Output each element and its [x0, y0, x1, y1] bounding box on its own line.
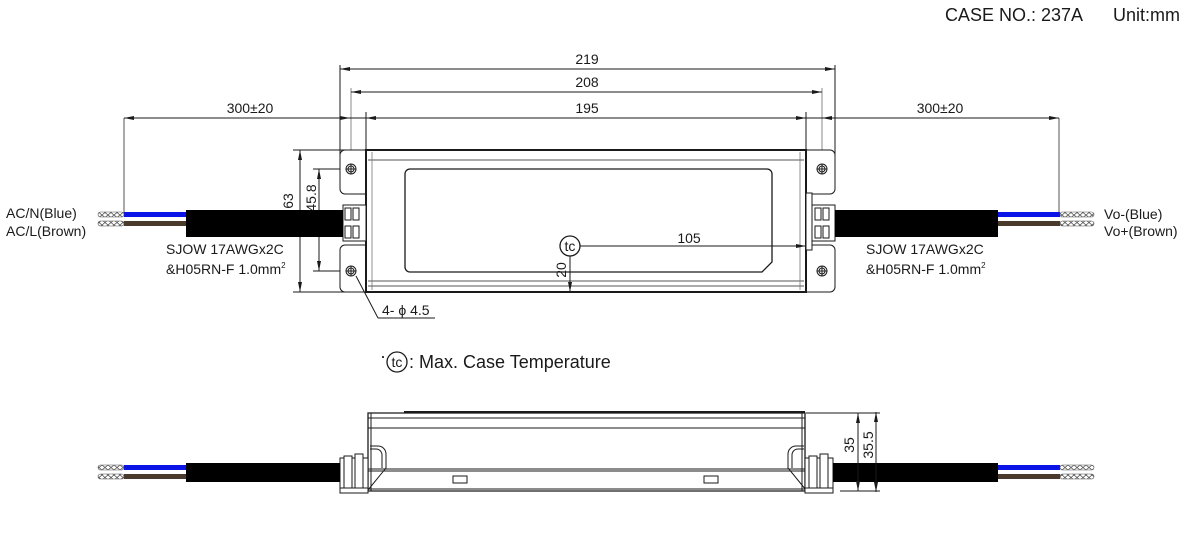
tc-legend: · tc : Max. Case Temperature: [380, 346, 611, 373]
dim-overall-width: 63: [280, 193, 296, 209]
top-view: 219 208 195 300±20 300±20 63 45.8: [6, 51, 1178, 319]
length-dimensions: [123, 65, 1060, 213]
side-input-strain-relief: [339, 453, 369, 494]
dim-height: 35: [841, 437, 857, 453]
output-wire-brown: [998, 221, 1060, 226]
output-cable-spec-line1: SJOW 17AWGx2C: [866, 241, 984, 257]
input-cable-spec-line2: &H05RN-F 1.0mm2: [166, 261, 286, 277]
dim-body-length: 195: [575, 100, 599, 116]
case-body-top: [365, 149, 807, 293]
side-output-cable: [833, 463, 1095, 482]
dim-tc-from-bottom: 20: [553, 262, 569, 278]
input-cable-spec-line1: SJOW 17AWGx2C: [166, 241, 284, 257]
dim-overall-length: 219: [575, 51, 599, 67]
legend-tc-symbol: tc: [392, 354, 403, 370]
tc-symbol-label: tc: [565, 238, 576, 254]
output-wire-pos-label: Vo+(Brown): [1104, 223, 1178, 239]
input-strain-relief: [342, 204, 367, 242]
unit-label: Unit:mm: [1113, 5, 1180, 25]
dim-hole-spacing: 45.8: [303, 184, 319, 211]
height-dimensions: [806, 412, 880, 492]
output-wire-neg-label: Vo-(Blue): [1104, 206, 1162, 222]
side-vent-right: [703, 475, 719, 484]
tc-measurement-point: [559, 235, 806, 292]
dim-tc-from-edge: 105: [677, 230, 701, 246]
output-strain-relief: [805, 192, 836, 251]
output-cable: [835, 210, 1095, 237]
input-wire-n-label: AC/N(Blue): [6, 205, 77, 221]
dim-mounting-length: 208: [575, 74, 599, 90]
right-mounting-holes: [816, 163, 828, 277]
input-wire-blue: [124, 212, 186, 217]
output-cable-spec-line2: &H05RN-F 1.0mm2: [866, 261, 986, 277]
legend-bullet: ·: [380, 346, 386, 366]
input-wire-brown: [124, 221, 186, 226]
input-wire-l-label: AC/L(Brown): [6, 223, 86, 239]
dim-overall-height: 35.5: [860, 431, 876, 458]
side-vent-left: [452, 475, 468, 484]
left-mounting-holes: [345, 163, 357, 277]
side-input-cable: [97, 463, 340, 482]
hole-callout-leader: [355, 275, 435, 319]
dim-output-cable-length: 300±20: [917, 100, 964, 116]
case-body-side: [367, 411, 807, 492]
dim-input-cable-length: 300±20: [227, 100, 274, 116]
output-wire-blue: [998, 212, 1060, 217]
side-view: 35 35.5: [97, 411, 1095, 494]
side-output-strain-relief: [804, 453, 834, 494]
case-number: CASE NO.: 237A: [944, 5, 1083, 25]
legend-text: : Max. Case Temperature: [409, 352, 611, 372]
drawing-header: CASE NO.: 237A Unit:mm: [945, 5, 1180, 26]
hole-callout-label: 4- ϕ 4.5: [382, 302, 430, 318]
input-cable: [97, 210, 343, 237]
